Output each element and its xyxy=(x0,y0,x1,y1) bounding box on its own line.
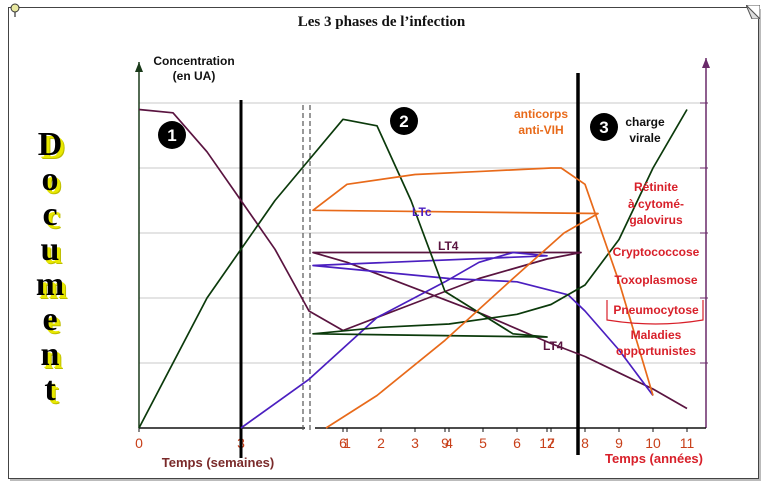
illness-bracket xyxy=(606,300,704,325)
series-label: LT4 xyxy=(543,339,564,353)
right-axis-arrow xyxy=(702,58,710,68)
figure-frame xyxy=(8,7,759,479)
x-tick-label: 8 xyxy=(581,435,589,451)
x-tick-label: 5 xyxy=(479,435,487,451)
series-label: anti-VIH xyxy=(518,123,563,137)
illness-label: Pneumocytose xyxy=(613,303,699,317)
phase-marker-number: 2 xyxy=(399,112,408,131)
x-tick-label: 3 xyxy=(411,435,419,451)
x-tick-label: 9 xyxy=(615,435,623,451)
series-line xyxy=(138,109,688,429)
series-label: virale xyxy=(629,131,661,145)
illness-label: galovirus xyxy=(629,213,683,227)
phase-marker xyxy=(158,121,186,149)
y-axis-label: (en UA) xyxy=(173,69,216,83)
x-tick-label: 10 xyxy=(645,435,661,451)
x-tick-label: 6 xyxy=(513,435,521,451)
side-letter: o xyxy=(41,161,59,198)
illness-label: Cryptococcose xyxy=(613,245,700,259)
x-tick-label: 0 xyxy=(135,435,143,451)
side-letter: n xyxy=(40,336,60,373)
figure-title: Les 3 phases de l’infection xyxy=(297,14,466,30)
side-letter: c xyxy=(42,196,58,233)
side-letter: D xyxy=(37,126,63,163)
pin-icon xyxy=(10,3,20,17)
x-tick-label: 4 xyxy=(445,435,453,451)
x-tick-label: 2 xyxy=(377,435,385,451)
side-letter: u xyxy=(40,231,60,268)
series-label: LTc xyxy=(412,205,432,219)
side-letter: e xyxy=(42,301,58,338)
x-tick-label: 1 xyxy=(343,435,351,451)
y-axis-label: Concentration xyxy=(153,54,234,68)
series-line xyxy=(138,108,688,410)
series-label: LT4 xyxy=(438,239,459,253)
x-tick-label: 11 xyxy=(680,435,695,451)
phase-marker-number: 3 xyxy=(599,118,608,137)
illness-label: Toxoplasmose xyxy=(614,273,697,287)
phase-marker xyxy=(590,113,618,141)
series-label: charge xyxy=(625,115,665,129)
illness-label: Maladies xyxy=(631,328,682,342)
phase-marker xyxy=(390,107,418,135)
illness-label: à cytomé- xyxy=(628,197,684,211)
series-label: anticorps xyxy=(514,107,568,121)
document-side-label: D o c u m e n t xyxy=(28,128,72,408)
illness-label: opportunistes xyxy=(616,344,696,358)
series-line xyxy=(240,251,654,429)
illness-label: Rétinite xyxy=(634,180,678,194)
side-letter: m xyxy=(35,266,65,303)
series-line xyxy=(312,167,654,429)
side-letter: t xyxy=(44,371,56,408)
x-axis-label-years: Temps (années) xyxy=(605,451,703,466)
x-tick-label: 12 xyxy=(539,435,555,451)
phase-marker-number: 1 xyxy=(167,126,176,145)
y-axis-arrow xyxy=(135,62,143,72)
x-tick-label: 6 xyxy=(339,435,347,451)
page-fold-icon xyxy=(746,5,760,19)
x-axis-label-weeks: Temps (semaines) xyxy=(162,455,274,470)
x-tick-label: 9 xyxy=(441,435,449,451)
x-tick-label: 7 xyxy=(547,435,555,451)
